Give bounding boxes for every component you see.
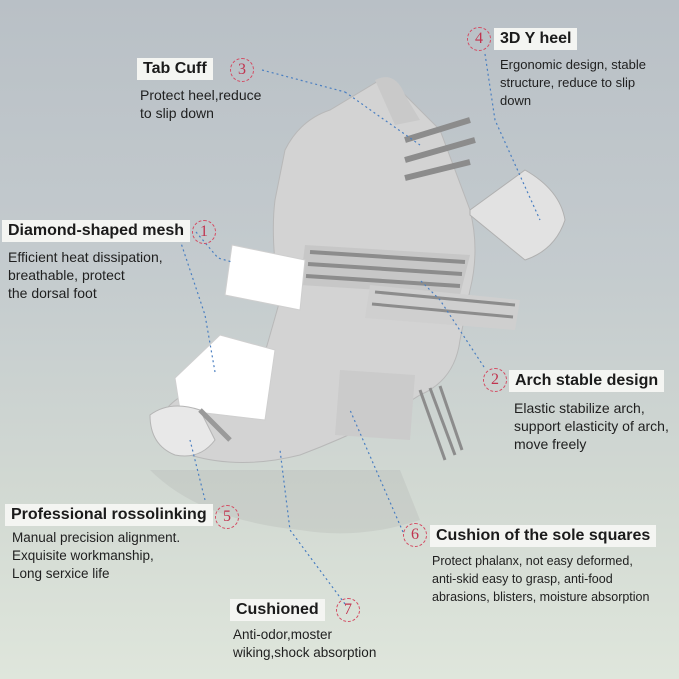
callout-4-number-badge: 4: [467, 27, 491, 51]
callout-3-title: Tab Cuff: [137, 58, 213, 80]
mesh-panel-bottom: [174, 334, 276, 421]
sock-reflection: [150, 470, 420, 534]
cuff-stripes: [404, 117, 476, 181]
callout-6-title: Cushion of the sole squares: [430, 525, 657, 547]
callout-4-title: 3D Y heel: [494, 28, 578, 50]
callout-5-number-badge: 5: [215, 505, 239, 529]
callout-1-number-badge: 1: [192, 220, 216, 244]
mesh-panel-top: [224, 244, 306, 311]
callout-3-number-badge: 3: [230, 58, 254, 82]
callout-5-description: Manual precision alignment.Exquisite wor…: [12, 530, 181, 581]
callout-2-title: Arch stable design: [509, 370, 665, 392]
callout-2-description: Elastic stabilize arch,support elasticit…: [514, 400, 669, 452]
callout-6-description: Protect phalanx, not easy deformed,anti-…: [432, 554, 650, 604]
callout-1-description: Efficient heat dissipation,breathable, p…: [8, 249, 163, 301]
callout-2-number-badge: 2: [483, 368, 507, 392]
callout-7-number-badge: 7: [336, 598, 360, 622]
arch-stripes: [305, 250, 466, 288]
callout-6-number-badge: 6: [403, 523, 427, 547]
callout-1-title: Diamond-shaped mesh: [2, 220, 191, 242]
callout-7-title: Cushioned: [230, 599, 325, 621]
callout-5-title: Professional rossolinking: [5, 504, 213, 526]
